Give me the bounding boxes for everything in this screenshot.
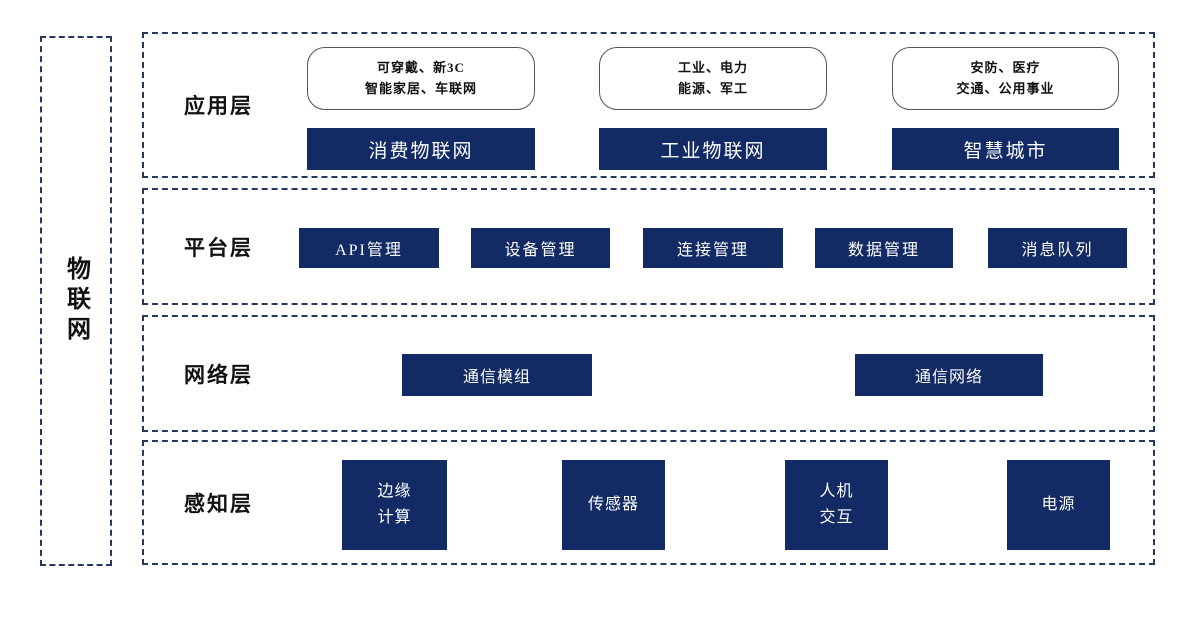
bubble-line: 工业、电力 (677, 60, 748, 76)
app-box-consumer-iot: 消费物联网 (307, 128, 535, 170)
iot-root-box: 物联网 (40, 36, 112, 566)
bubble-line: 可穿戴、新3C (377, 60, 465, 76)
app-group-consumer: 可穿戴、新3C 智能家居、车联网 消费物联网 (307, 34, 535, 176)
bubble-line: 安防、医疗 (970, 60, 1041, 76)
layer-section-application: 应用层 可穿戴、新3C 智能家居、车联网 消费物联网 工业、电力 能源、军工 工… (142, 32, 1155, 178)
category-bubble-smart-city: 安防、医疗 交通、公用事业 (892, 47, 1119, 110)
perception-box-line: 计算 (377, 509, 412, 526)
app-group-smart-city: 安防、医疗 交通、公用事业 智慧城市 (892, 34, 1119, 176)
layer-section-network: 网络层 通信模组 通信网络 (142, 315, 1155, 432)
perception-box-line: 电源 (1041, 496, 1076, 514)
perception-box-edge-computing: 边缘 计算 (342, 460, 447, 550)
layer-label-platform: 平台层 (184, 235, 253, 260)
network-box-comm-network: 通信网络 (855, 354, 1043, 396)
app-box-industrial-iot: 工业物联网 (599, 128, 827, 170)
iot-root-label: 物联网 (62, 256, 89, 346)
platform-box-data-management: 数据管理 (815, 228, 953, 268)
perception-box-hmi: 人机 交互 (785, 460, 888, 550)
perception-box-line: 传感器 (587, 496, 639, 514)
layer-label-application: 应用层 (184, 94, 253, 118)
layer-section-perception: 感知层 边缘 计算 传感器 人机 交互 电源 (142, 440, 1155, 565)
app-box-smart-city: 智慧城市 (892, 128, 1119, 170)
app-group-industrial: 工业、电力 能源、军工 工业物联网 (599, 34, 827, 176)
bubble-line: 能源、军工 (677, 80, 748, 96)
layer-label-perception: 感知层 (184, 491, 253, 516)
perception-box-line: 人机 (819, 483, 854, 501)
bubble-line: 智能家居、车联网 (364, 80, 477, 96)
platform-box-api-management: API管理 (299, 228, 439, 268)
perception-box-line: 边缘 (377, 483, 412, 501)
category-bubble-industrial: 工业、电力 能源、军工 (599, 47, 827, 110)
perception-box-line: 交互 (819, 509, 854, 526)
network-box-comm-module: 通信模组 (402, 354, 592, 396)
layer-label-network: 网络层 (184, 362, 253, 387)
perception-box-power: 电源 (1007, 460, 1110, 550)
perception-box-sensor: 传感器 (562, 460, 665, 550)
layer-section-platform: 平台层 API管理 设备管理 连接管理 数据管理 消息队列 (142, 188, 1155, 305)
platform-box-device-management: 设备管理 (471, 228, 610, 268)
platform-box-message-queue: 消息队列 (988, 228, 1127, 268)
platform-box-connection-management: 连接管理 (643, 228, 783, 268)
bubble-line: 交通、公用事业 (956, 80, 1055, 96)
category-bubble-consumer: 可穿戴、新3C 智能家居、车联网 (307, 47, 535, 110)
